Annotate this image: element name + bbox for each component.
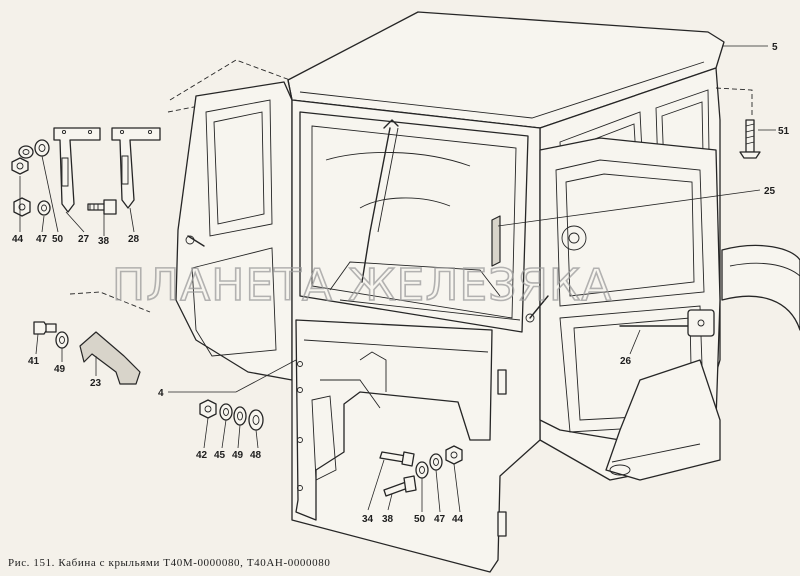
- label-part-34: 34: [362, 514, 374, 525]
- label-part-27: 27: [78, 234, 90, 245]
- label-part-50-left: 50: [52, 234, 64, 245]
- label-part-42: 42: [196, 450, 208, 461]
- label-part-47-left: 47: [36, 234, 48, 245]
- label-part-49-mid: 49: [232, 450, 244, 461]
- floor-panel: [295, 319, 507, 537]
- rear-fender: [605, 244, 800, 481]
- label-part-47-lower: 47: [434, 514, 446, 525]
- label-part-44-left: 44: [12, 234, 24, 245]
- label-part-38-left: 38: [98, 236, 110, 247]
- right-door: [525, 137, 721, 441]
- label-part-41: 41: [28, 356, 40, 367]
- label-part-4: 4: [158, 388, 164, 399]
- figure-caption: Рис. 151. Кабина с крыльями Т40М-0000080…: [8, 557, 330, 569]
- label-part-45: 45: [214, 450, 226, 461]
- left-hardware-group: [11, 127, 161, 217]
- watermark: ПЛАНЕТА ЖЕЛЕЗЯКА: [112, 260, 612, 311]
- bolt-group-lower: [379, 445, 463, 497]
- leader-lines: [19, 45, 776, 513]
- label-part-38-lower: 38: [382, 514, 394, 525]
- bracket-23-group: [33, 291, 151, 385]
- part-labels: 5 51 25 26 4 44 47 50 27 38 28 41 49 23 …: [12, 42, 790, 525]
- label-part-26: 26: [620, 356, 632, 367]
- label-part-49-left: 49: [54, 364, 66, 375]
- label-part-5: 5: [772, 42, 778, 53]
- label-part-44-lower: 44: [452, 514, 464, 525]
- label-part-48: 48: [250, 450, 262, 461]
- roof-bolt-51: [715, 87, 761, 159]
- label-part-23: 23: [90, 378, 102, 389]
- washer-group-lower: [199, 399, 264, 431]
- label-part-50-lower: 50: [414, 514, 426, 525]
- label-part-51: 51: [778, 126, 790, 137]
- label-part-25: 25: [764, 186, 776, 197]
- left-door: [167, 59, 293, 381]
- label-part-28: 28: [128, 234, 140, 245]
